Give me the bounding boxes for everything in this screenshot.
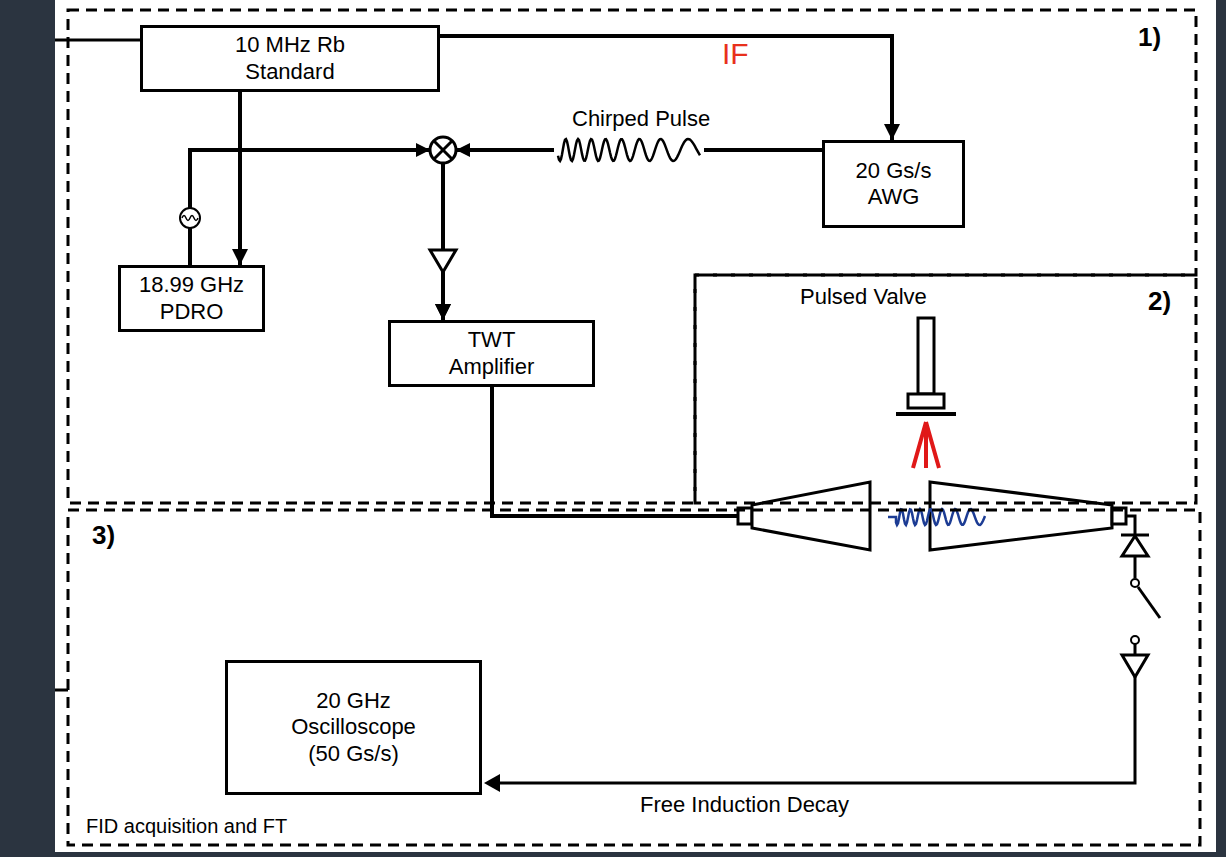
dashed-region-outline — [68, 10, 1196, 503]
process-box: 20 GHz Oscilloscope (50 Gs/s) — [225, 660, 482, 795]
switch-symbol — [1138, 587, 1160, 618]
section-number: 2) — [1148, 286, 1171, 317]
amplifier-symbol — [1122, 655, 1148, 677]
process-box: 20 Gs/s AWG — [822, 140, 965, 228]
arrow-head — [416, 143, 430, 157]
section-number: 1) — [1138, 22, 1161, 53]
gas-jet — [913, 422, 939, 468]
receive-wire — [500, 677, 1135, 783]
receive-wire — [1126, 516, 1135, 535]
chirped-wave — [558, 139, 700, 161]
dashed-region-outline — [695, 275, 1196, 503]
receive-wire — [1134, 644, 1137, 655]
valve-body — [918, 318, 934, 394]
box-label: 10 MHz Rb Standard — [210, 32, 370, 85]
receive-wire — [1134, 556, 1137, 578]
wave-ground — [554, 135, 704, 165]
horn-antenna — [752, 482, 870, 550]
signal-label: Free Induction Decay — [640, 792, 849, 818]
signal-label: Pulsed Valve — [800, 284, 927, 310]
process-box: 18.99 GHz PDRO — [118, 265, 265, 332]
switch-symbol — [1131, 579, 1139, 587]
filter-symbol — [182, 216, 198, 221]
arrow-head — [456, 143, 470, 157]
input-wire — [55, 689, 68, 692]
filter-symbol — [180, 208, 200, 228]
box-label: TWT Amplifier — [432, 327, 552, 380]
signal-label: IF — [722, 36, 749, 72]
dashed-region-outline — [68, 510, 1200, 845]
amplifier-symbol — [430, 250, 456, 272]
process-box: TWT Amplifier — [388, 320, 595, 387]
box-label: 20 Gs/s AWG — [844, 158, 944, 211]
section-caption: FID acquisition and FT — [86, 815, 287, 838]
feed-wire — [492, 382, 740, 516]
section-region: 1) 10 MHz Rb Standard 20 Gs/s AWG 18.99 GHz… — [68, 10, 1196, 503]
mixer-symbol — [430, 137, 456, 163]
section-region: 2) — [695, 275, 1196, 503]
mixer-symbol — [434, 141, 452, 159]
box-label: 20 GHz Oscilloscope (50 Gs/s) — [274, 688, 434, 767]
signal-connector — [238, 92, 242, 265]
section-number: 3) — [92, 520, 115, 551]
valve-flange — [896, 412, 956, 416]
dashed-region-outline — [695, 275, 1196, 503]
process-box: 10 MHz Rb Standard — [140, 25, 440, 92]
switch-symbol — [1131, 636, 1139, 644]
signal-connector — [440, 36, 892, 140]
section-region: 3) FID acquisition and FT 20 GHz Oscillosc… — [68, 510, 1200, 845]
signal-label: Chirped Pulse — [572, 106, 710, 132]
arrow-head — [484, 774, 500, 792]
valve-body — [908, 394, 944, 408]
mixer-symbol — [434, 141, 452, 159]
signal-connector — [443, 150, 822, 320]
box-label: 18.99 GHz PDRO — [129, 272, 254, 325]
diode-symbol — [1122, 536, 1148, 556]
